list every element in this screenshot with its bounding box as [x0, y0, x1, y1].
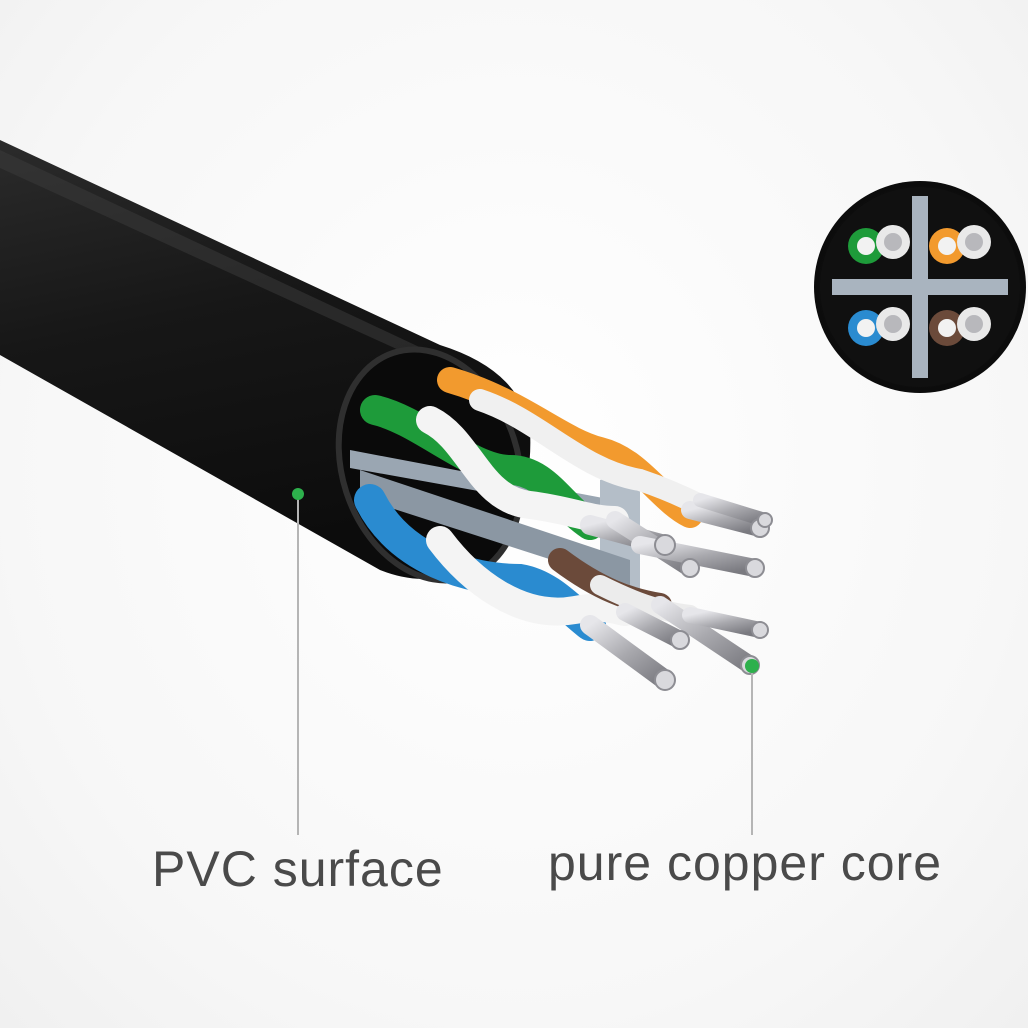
- copper-strands: [580, 493, 772, 690]
- cross-section-inset: [814, 181, 1026, 393]
- wire-blue-white: [426, 526, 639, 626]
- jacket-highlight: [0, 150, 430, 362]
- pvc-surface-label: PVC surface: [152, 841, 444, 897]
- pvc-callout-dot: [292, 488, 304, 500]
- copper-callout-dot: [745, 659, 759, 673]
- copper-core-label: pure copper core: [548, 835, 943, 891]
- wire-orange-white: [469, 389, 711, 516]
